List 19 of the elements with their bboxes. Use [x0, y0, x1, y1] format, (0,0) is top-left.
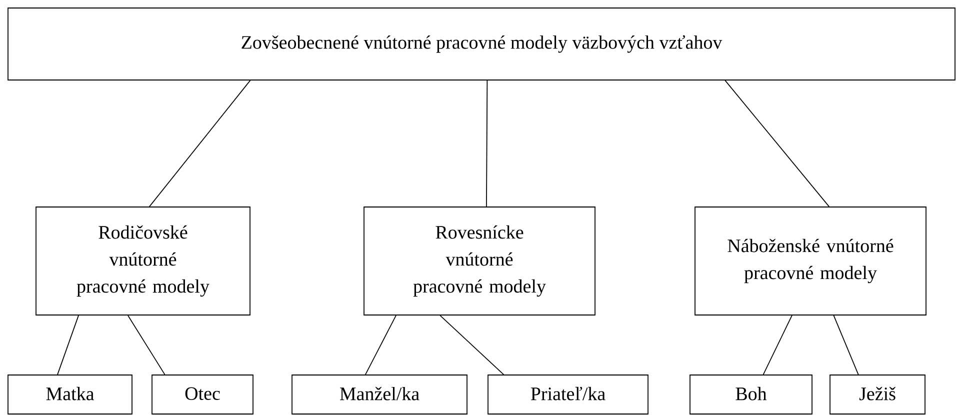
concept-box: Boh: [690, 374, 812, 414]
connector-line: [364, 315, 396, 375]
connector-line: [762, 315, 792, 375]
concept-box: Zovšeobecnené vnútorné pracovné modely väzbových vzťahov: [8, 8, 956, 80]
concept-box: Otec: [152, 374, 254, 414]
connector-line: [57, 315, 79, 375]
connector-line: [149, 80, 251, 207]
concept-box: Priateľ/ka: [488, 374, 648, 414]
concept-box: Ježiš: [830, 374, 926, 414]
concept-box: Rovesnícke vnútorné pracovné modely: [364, 206, 596, 316]
connector-line: [440, 315, 504, 375]
connector-line: [128, 315, 166, 375]
concept-box: Rodičovské vnútorné pracovné modely: [36, 206, 250, 316]
concept-box: Náboženské vnútorné pracovné modely: [694, 206, 926, 316]
connector-line: [833, 315, 859, 375]
connector-line: [724, 80, 830, 207]
concept-box: Matka: [8, 374, 132, 414]
concept-box: Manžel/ka: [292, 374, 468, 414]
connector-line: [486, 80, 488, 207]
